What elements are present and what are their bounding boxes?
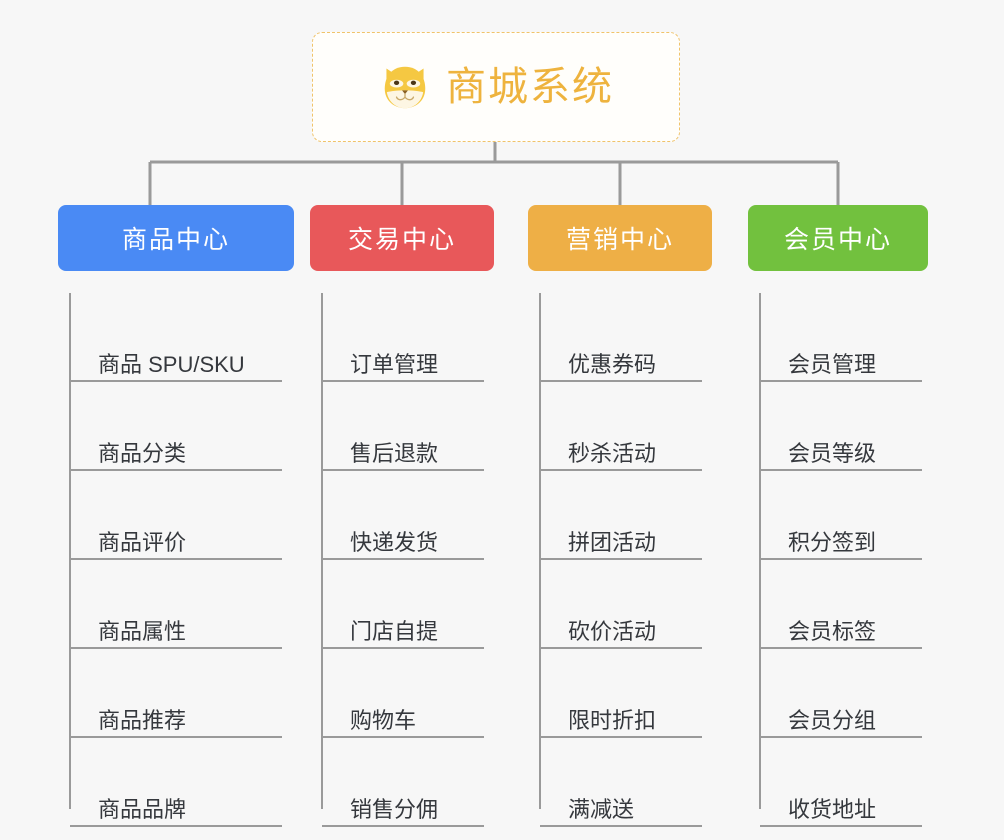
- branch-product-center: 商品中心 商品 SPU/SKU 商品分类 商品评价 商品属性 商品推荐: [58, 205, 294, 827]
- branch-items-product-center: 商品 SPU/SKU 商品分类 商品评价 商品属性 商品推荐 商品品牌: [58, 293, 294, 827]
- branch-head-label: 商品中心: [121, 226, 230, 254]
- leaf-underline: [760, 558, 922, 560]
- shiba-dog-face-icon: [384, 66, 426, 109]
- leaf-underline: [70, 469, 282, 471]
- branch-items-member-center: 会员管理 会员等级 积分签到 会员标签 会员分组 收货地址: [748, 293, 928, 827]
- leaf-item[interactable]: 满减送: [540, 738, 712, 827]
- leaf-item[interactable]: 商品 SPU/SKU: [70, 293, 294, 382]
- branch-items-trade-center: 订单管理 售后退款 快递发货 门店自提 购物车 销售分佣: [310, 293, 494, 827]
- leaf-label: 会员管理: [788, 351, 877, 377]
- leaf-underline: [70, 825, 282, 827]
- leaf-item[interactable]: 限时折扣: [540, 649, 712, 738]
- root-node-label: 商城系统: [446, 65, 614, 109]
- leaf-underline: [760, 647, 922, 649]
- leaf-item[interactable]: 购物车: [322, 649, 494, 738]
- branch-head-product-center[interactable]: 商品中心: [58, 205, 294, 271]
- leaf-item[interactable]: 拼团活动: [540, 471, 712, 560]
- leaf-item[interactable]: 收货地址: [760, 738, 928, 827]
- leaf-label: 快递发货: [350, 529, 439, 555]
- leaf-underline: [322, 558, 484, 560]
- leaf-underline: [760, 736, 922, 738]
- leaf-item[interactable]: 销售分佣: [322, 738, 494, 827]
- branch-head-member-center[interactable]: 会员中心: [748, 205, 928, 271]
- leaf-item[interactable]: 砍价活动: [540, 560, 712, 649]
- branch-head-label: 营销中心: [565, 226, 674, 254]
- leaf-label: 拼团活动: [568, 529, 657, 555]
- leaf-item[interactable]: 售后退款: [322, 382, 494, 471]
- branch-items-marketing-center: 优惠券码 秒杀活动 拼团活动 砍价活动 限时折扣 满减送: [528, 293, 712, 827]
- leaf-underline: [540, 380, 702, 382]
- leaf-label: 优惠券码: [568, 351, 657, 377]
- leaf-underline: [540, 558, 702, 560]
- leaf-item[interactable]: 会员标签: [760, 560, 928, 649]
- leaf-underline: [322, 469, 484, 471]
- leaf-item[interactable]: 秒杀活动: [540, 382, 712, 471]
- leaf-label: 销售分佣: [350, 796, 439, 822]
- leaf-underline: [70, 736, 282, 738]
- leaf-label: 商品推荐: [98, 707, 187, 733]
- leaf-label: 秒杀活动: [568, 440, 657, 466]
- root-node-mall-system[interactable]: 商城系统: [312, 32, 680, 142]
- leaf-label: 满减送: [568, 796, 635, 822]
- leaf-label: 商品 SPU/SKU: [98, 351, 245, 377]
- leaf-item[interactable]: 商品属性: [70, 560, 294, 649]
- leaf-underline: [540, 736, 702, 738]
- leaf-item[interactable]: 会员等级: [760, 382, 928, 471]
- branch-head-trade-center[interactable]: 交易中心: [310, 205, 494, 271]
- leaf-item[interactable]: 商品分类: [70, 382, 294, 471]
- leaf-label: 限时折扣: [568, 707, 657, 733]
- leaf-underline: [322, 736, 484, 738]
- leaf-underline: [70, 647, 282, 649]
- leaf-label: 积分签到: [788, 529, 877, 555]
- branch-head-label: 交易中心: [347, 226, 456, 254]
- leaf-label: 订单管理: [350, 351, 439, 377]
- leaf-underline: [70, 558, 282, 560]
- leaf-item[interactable]: 会员管理: [760, 293, 928, 382]
- leaf-label: 会员标签: [788, 618, 877, 644]
- leaf-underline: [540, 647, 702, 649]
- leaf-underline: [760, 380, 922, 382]
- branch-head-label: 会员中心: [783, 226, 892, 254]
- leaf-underline: [760, 825, 922, 827]
- leaf-item[interactable]: 商品评价: [70, 471, 294, 560]
- leaf-label: 砍价活动: [568, 618, 657, 644]
- branch-member-center: 会员中心 会员管理 会员等级 积分签到 会员标签 会员分组: [748, 205, 928, 827]
- leaf-item[interactable]: 商品品牌: [70, 738, 294, 827]
- leaf-label: 会员等级: [788, 440, 877, 466]
- leaf-item[interactable]: 门店自提: [322, 560, 494, 649]
- leaf-underline: [70, 380, 282, 382]
- leaf-item[interactable]: 积分签到: [760, 471, 928, 560]
- leaf-label: 门店自提: [350, 618, 439, 644]
- leaf-label: 商品属性: [98, 618, 187, 644]
- leaf-item[interactable]: 商品推荐: [70, 649, 294, 738]
- leaf-item[interactable]: 订单管理: [322, 293, 494, 382]
- leaf-label: 售后退款: [350, 440, 439, 466]
- leaf-underline: [322, 825, 484, 827]
- leaf-item[interactable]: 快递发货: [322, 471, 494, 560]
- leaf-underline: [322, 647, 484, 649]
- leaf-label: 商品分类: [98, 440, 187, 466]
- leaf-underline: [540, 469, 702, 471]
- branch-head-marketing-center[interactable]: 营销中心: [528, 205, 712, 271]
- leaf-item[interactable]: 优惠券码: [540, 293, 712, 382]
- leaf-label: 购物车: [350, 707, 417, 733]
- leaf-underline: [540, 825, 702, 827]
- leaf-label: 商品评价: [98, 529, 187, 555]
- leaf-label: 商品品牌: [98, 796, 187, 822]
- leaf-underline: [322, 380, 484, 382]
- leaf-label: 收货地址: [788, 796, 877, 822]
- leaf-item[interactable]: 会员分组: [760, 649, 928, 738]
- leaf-underline: [760, 469, 922, 471]
- branch-marketing-center: 营销中心 优惠券码 秒杀活动 拼团活动 砍价活动 限时折扣: [528, 205, 712, 827]
- branch-trade-center: 交易中心 订单管理 售后退款 快递发货 门店自提 购物车: [310, 205, 494, 827]
- leaf-label: 会员分组: [788, 707, 877, 733]
